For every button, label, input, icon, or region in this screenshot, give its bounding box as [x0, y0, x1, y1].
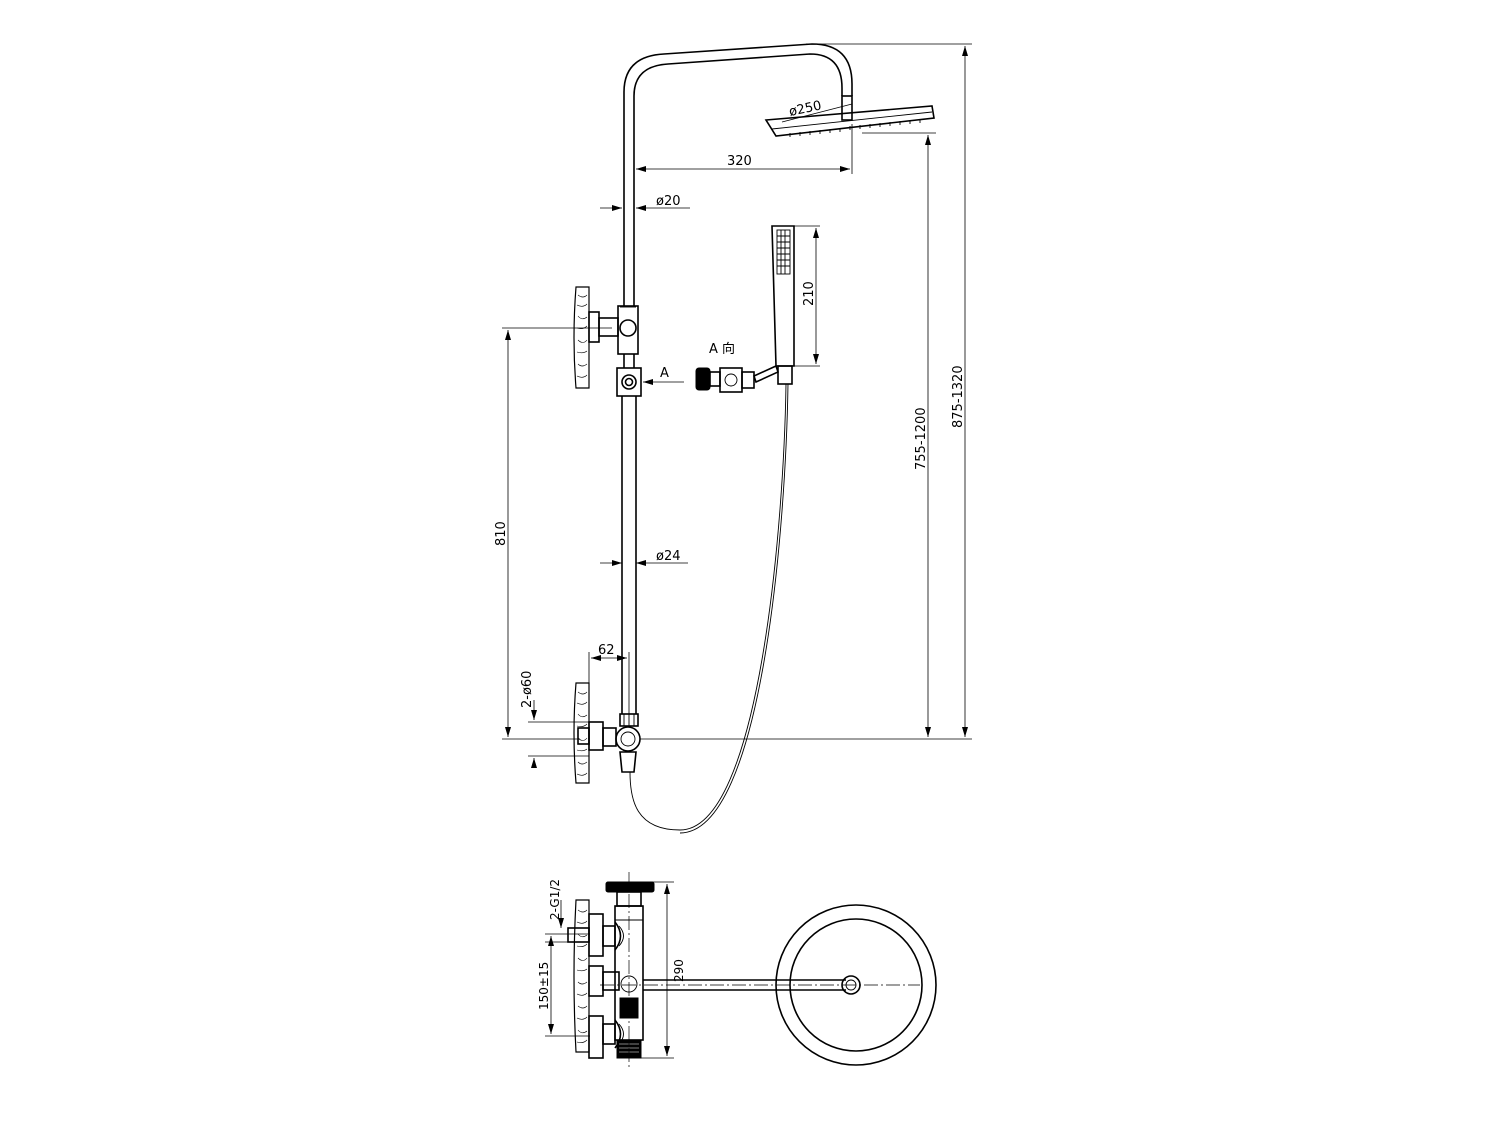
inlet-spacing-label: 150±15	[537, 962, 551, 1010]
hand-shower	[771, 225, 795, 385]
inlet-thread-label: 2-G1/2	[548, 879, 562, 920]
upper-wall-bracket	[588, 305, 639, 355]
lower-wall-section	[573, 682, 590, 784]
arm-reach-label: 320	[727, 154, 752, 169]
hand-shower-slider	[616, 367, 642, 397]
overhead-shower-head	[764, 95, 935, 137]
mixer-side-view: 2-G1/2 150±15 290	[537, 872, 920, 1068]
side-view: 875-1320 755-1200 320 ø250 ø20 210 A A 向…	[494, 43, 972, 834]
wall-offset-label: 62	[598, 643, 615, 658]
upper-wall-section	[573, 286, 590, 389]
lower-wall-bracket	[577, 713, 641, 773]
view-arrow-label: A	[660, 366, 669, 381]
hand-shower-length-label: 210	[802, 281, 817, 306]
showerhead-plan-view	[775, 904, 937, 1066]
lower-pipe-diameter-label: ø24	[656, 549, 681, 564]
showerhead-diameter-label: ø250	[788, 98, 823, 119]
shower-hose	[629, 383, 787, 831]
hand-shower-holder	[695, 364, 779, 393]
upper-pipe-diameter-label: ø20	[656, 194, 681, 209]
rail-height-label: 755-1200	[914, 407, 929, 470]
mixer-height-label: 290	[672, 959, 686, 982]
riser-pipe	[621, 43, 853, 714]
total-height-label: 875-1320	[951, 365, 966, 428]
view-a-label: A 向	[709, 341, 735, 357]
bracket-spacing-label: 810	[494, 521, 509, 546]
flange-diameter-label: 2-ø60	[520, 671, 535, 708]
